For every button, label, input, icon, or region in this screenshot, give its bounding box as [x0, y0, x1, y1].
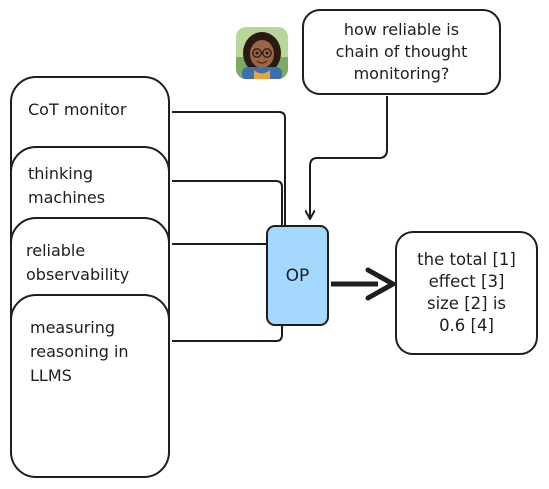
query-text: how reliable is chain of thought monitor…: [335, 20, 468, 83]
person-avatar-icon: [236, 27, 288, 79]
query-bubble: how reliable is chain of thought monitor…: [302, 9, 501, 95]
operator-label: OP: [285, 265, 310, 286]
connector-doc-4: [172, 324, 283, 342]
output-arrow-head: [365, 267, 396, 301]
output-box: the total [1] effect [3] size [2] is 0.6…: [395, 231, 538, 355]
connector-query: [310, 96, 388, 218]
output-text: the total [1] effect [3] size [2] is 0.6…: [417, 250, 516, 335]
operator-node: OP: [266, 225, 329, 326]
document-card-4: measuring reasoning in LLMS: [10, 294, 170, 478]
document-label: measuring reasoning in LLMS: [30, 318, 129, 385]
document-label: reliable observability: [26, 241, 130, 284]
connector-doc-1: [172, 111, 286, 228]
document-label: CoT monitor: [28, 100, 127, 119]
connector-doc-2: [172, 180, 283, 228]
document-label: thinking machines: [28, 164, 106, 207]
